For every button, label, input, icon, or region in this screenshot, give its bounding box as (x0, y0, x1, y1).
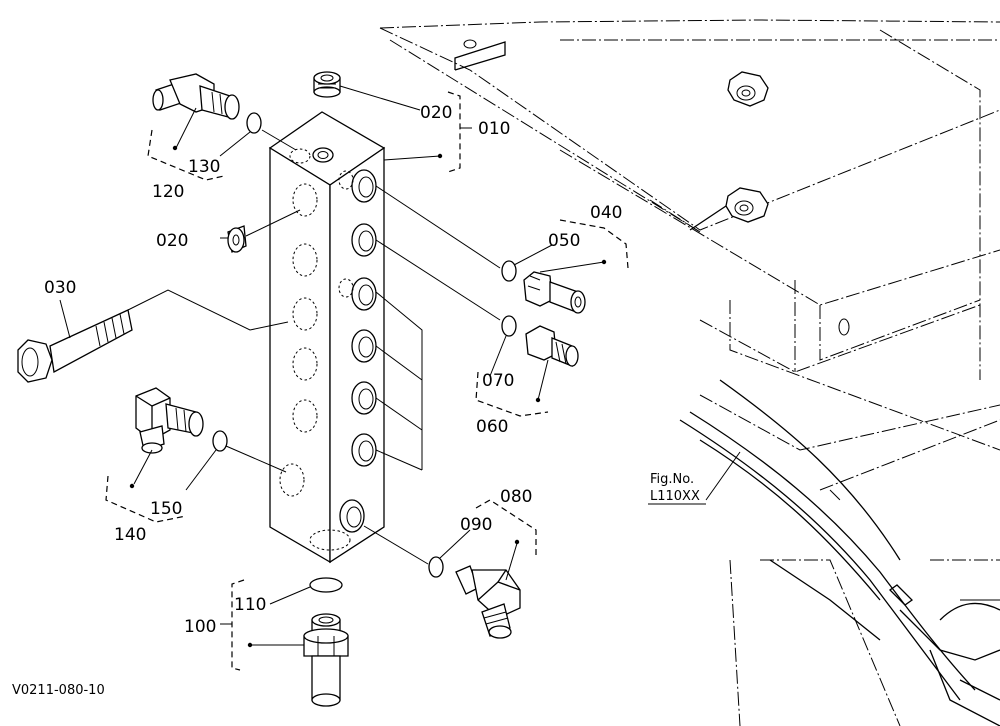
oring-150 (185, 430, 287, 491)
label-140: 140 (114, 525, 146, 545)
fitting-060 (525, 325, 579, 401)
label-010: 010 (478, 119, 510, 139)
bolt-030 (17, 289, 289, 383)
label-020-side: 020 (156, 231, 188, 251)
frame-nut-upper (727, 71, 769, 107)
label-020-top: 020 (420, 103, 452, 123)
label-100: 100 (184, 617, 216, 637)
group-bracket-060 (475, 371, 549, 417)
manifold-ports-hidden (279, 148, 354, 551)
label-080: 080 (500, 487, 532, 507)
plug-020-top (313, 71, 421, 111)
label-030: 030 (44, 278, 76, 298)
plug-020-side (220, 209, 301, 253)
machine-frame (379, 19, 1000, 726)
group-bracket-010 (383, 91, 472, 173)
label-070: 070 (482, 371, 514, 391)
fitting-100 (250, 613, 349, 707)
figure-ref-line1: Fig.No. (650, 472, 694, 487)
elbow-fitting-080 (455, 539, 521, 639)
group-bracket-140 (105, 475, 187, 523)
elbow-fitting-140 (133, 387, 204, 485)
label-130: 130 (188, 157, 220, 177)
frame-nut-lower (689, 187, 769, 231)
label-060: 060 (476, 417, 508, 437)
label-050: 050 (548, 231, 580, 251)
manifold-block (268, 111, 423, 564)
drawing-code: V0211-080-10 (12, 683, 105, 698)
group-bracket-120 (147, 129, 225, 181)
group-bracket-100 (220, 579, 253, 671)
oring-110 (269, 577, 343, 605)
label-110: 110 (234, 595, 266, 615)
oring-070 (375, 239, 517, 377)
oring-130 (219, 112, 297, 157)
frame-bolt-hole (838, 318, 850, 336)
oring-090 (363, 525, 471, 578)
fitting-040 (523, 261, 605, 314)
label-120: 120 (152, 182, 184, 202)
oring-050 (375, 185, 553, 282)
group-bracket-040 (559, 219, 629, 269)
label-150: 150 (150, 499, 182, 519)
elbow-fitting-120 (152, 73, 240, 149)
label-090: 090 (460, 515, 492, 535)
label-040: 040 (590, 203, 622, 223)
figure-ref-line2: L110XX (650, 489, 700, 504)
group-bracket-080 (475, 499, 537, 556)
